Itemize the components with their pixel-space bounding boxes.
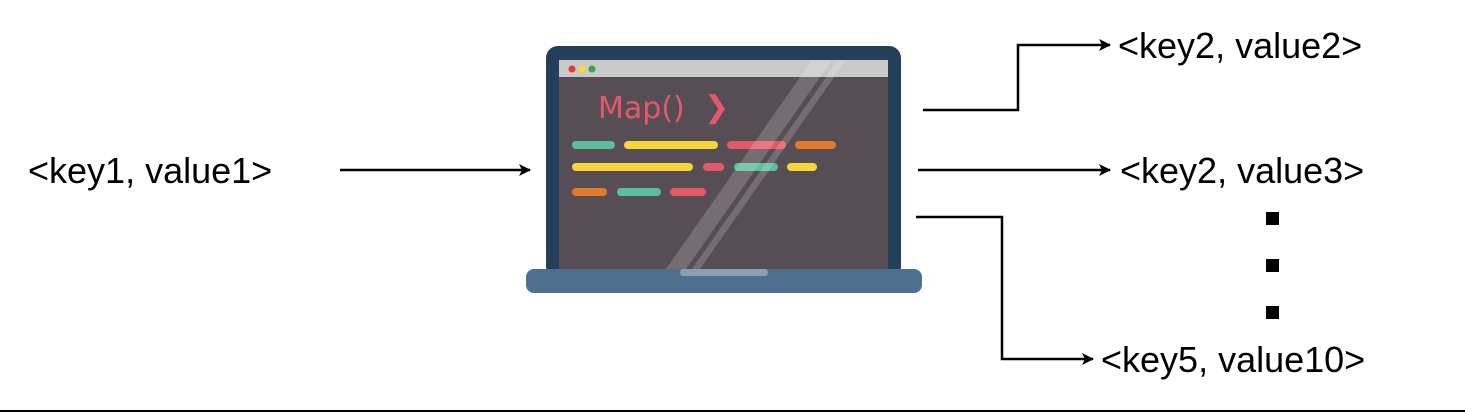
ellipsis-dot [1266,306,1279,319]
window-title-bar [559,60,888,77]
window-maximize-dot [588,65,596,73]
ellipsis-dot [1266,259,1279,272]
window-close-dot [568,65,576,73]
output-pair-label-2: <key2, value3> [1120,150,1364,191]
ellipsis-icon [1266,212,1279,319]
laptop-hinge-notch [680,269,768,276]
code-lines [572,141,836,196]
map-function-label: Map() [598,91,685,126]
output-arrow-3 [916,215,1094,365]
output-pair-label-3: <key5, value10> [1101,339,1365,380]
output-arrow-1 [923,39,1111,112]
output-pair-label-1: <key2, value2> [1118,25,1362,66]
window-minimize-dot [578,65,586,73]
laptop-base [526,269,922,293]
ellipsis-dot [1266,212,1279,225]
input-pair-label: <key1, value1> [28,150,272,191]
bottom-divider [0,410,1465,412]
chevron-right-icon: ❯ [704,90,729,125]
screen-glare [666,60,846,269]
laptop-icon: Map() ❯ [526,46,922,293]
